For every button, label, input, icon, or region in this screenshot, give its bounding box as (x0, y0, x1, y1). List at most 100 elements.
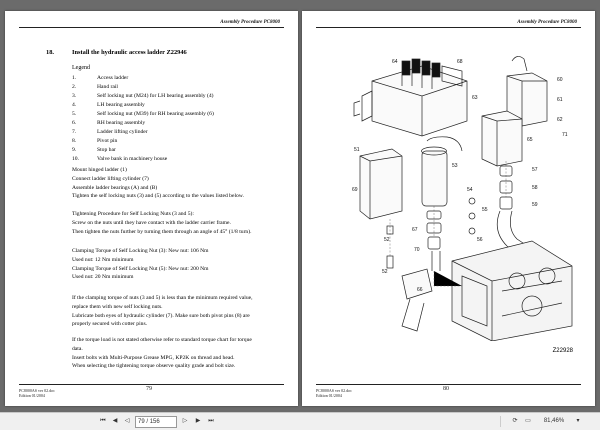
text-line: Used nut: 12 Nm minimum (72, 256, 134, 263)
svg-text:63: 63 (472, 95, 478, 101)
last-page-button[interactable]: ⏭ (208, 418, 214, 424)
legend-num: 3. (72, 93, 77, 99)
zoom-level[interactable]: 81,46% (543, 418, 565, 424)
mount-instructions: Mount hinged ladder (1) Connect ladder l… (72, 166, 287, 201)
legend-item: 2. Hand rail (72, 83, 214, 92)
footer-edition: Edition 01/2004 (19, 393, 45, 398)
svg-text:57: 57 (532, 167, 538, 173)
zoom-dropdown-icon[interactable]: ▾ (576, 418, 580, 424)
section-number: 18. (46, 49, 54, 56)
text-line: properly secured with cotter pins. (72, 321, 148, 328)
replacement-notes: If the clamping torque of nuts (3 and 5)… (72, 294, 287, 329)
text-line: data. (72, 345, 83, 352)
svg-text:51: 51 (354, 147, 360, 153)
text-line: Insert bolts with Multi-Purpose Grease M… (72, 354, 235, 361)
legend-text: RH bearing assembly (97, 120, 146, 126)
section-title: Install the hydraulic access ladder Z229… (72, 49, 187, 56)
legend-text: Valve bank in machinery house (97, 156, 168, 162)
next-page-button[interactable]: ▶ (195, 418, 201, 424)
page-number-input[interactable]: 79 / 156 (135, 416, 177, 428)
legend-text: Self locking nut (M39) for RH bearing as… (97, 111, 214, 117)
page-header: Assembly Procedure PC8000 (517, 20, 577, 25)
legend-item: 3. Self locking nut (M24) for LH bearing … (72, 92, 214, 101)
footer-rule (19, 384, 284, 385)
legend-item: 8. Pivot pin (72, 137, 214, 146)
legend-item: 7. Ladder lifting cylinder (72, 128, 214, 137)
footer-doc-name: PC8000AS ver 02.doc (316, 388, 352, 393)
legend-num: 1. (72, 75, 77, 81)
text-line: If the clamping torque of nuts (3 and 5)… (72, 295, 253, 301)
svg-text:68: 68 (457, 59, 463, 65)
footer-doc-name: PC8000AS ver 02.doc (19, 388, 55, 393)
header-rule (19, 27, 284, 28)
legend-text: Ladder lifting cylinder (97, 129, 148, 135)
svg-text:61: 61 (557, 97, 563, 103)
exploded-assembly-diagram: 51 52 52 53 54 55 56 57 58 59 60 61 62 6… (352, 56, 573, 341)
page-number: 80 (443, 386, 449, 392)
svg-text:55: 55 (482, 207, 488, 213)
svg-text:65: 65 (527, 137, 533, 143)
legend-num: 7. (72, 129, 77, 135)
text-line: If the torque load is not stated otherwi… (72, 337, 252, 343)
legend-num: 2. (72, 84, 77, 90)
legend-text: Hand rail (97, 84, 118, 90)
legend-item: 5.Self locking nut (M39) for RH bearing … (72, 110, 214, 119)
svg-text:53: 53 (452, 163, 458, 169)
text-line: Tightening Procedure for Self Locking Nu… (72, 211, 194, 217)
footer-doc-info: PC8000AS ver 02.doc Edition 01/2004 (19, 388, 55, 398)
svg-text:52: 52 (382, 269, 388, 275)
svg-text:66: 66 (417, 287, 423, 293)
text-line: Lubricate both eyes of hydraulic cylinde… (72, 312, 250, 319)
svg-text:62: 62 (557, 117, 563, 123)
page-header: Assembly Procedure PC8000 (220, 20, 280, 25)
tightening-procedure: Tightening Procedure for Self Locking Nu… (72, 210, 287, 236)
rotate-icon[interactable]: ⟳ (512, 418, 518, 424)
figure-label: Z22928 (552, 348, 573, 354)
svg-text:52: 52 (384, 237, 390, 243)
page-80: Assembly Procedure PC8000 (302, 11, 595, 406)
legend-text: Pivot pin (97, 138, 118, 144)
fit-page-icon[interactable]: ▭ (525, 418, 531, 424)
prev-page-button[interactable]: ◀ (112, 418, 118, 424)
svg-text:59: 59 (532, 202, 538, 208)
legend-num: 10. (72, 156, 79, 162)
svg-text:71: 71 (562, 132, 568, 138)
document-viewer: Assembly Procedure PC8000 18. Install th… (0, 0, 600, 412)
prev-view-button[interactable]: ◁ (124, 418, 130, 424)
text-line: Then tighten the nuts further by turning… (72, 228, 252, 235)
text-line: Assemble ladder bearings (A) and (B) (72, 184, 158, 191)
legend-text: LH bearing assembly (97, 102, 145, 108)
toolbar-separator (500, 416, 501, 427)
legend-item: 6. RH bearing assembly (72, 119, 214, 128)
svg-text:64: 64 (392, 59, 398, 65)
next-view-button[interactable]: ▷ (182, 418, 188, 424)
current-page: 79 (138, 419, 145, 425)
text-line: Clamping Torque of Self Locking Nut (3):… (72, 248, 209, 254)
legend-num: 4. (72, 102, 77, 108)
legend-num: 6. (72, 120, 77, 126)
header-rule (316, 27, 581, 28)
footer-rule (316, 384, 581, 385)
text-line: replace them with new self locking nuts. (72, 303, 163, 310)
page-79: Assembly Procedure PC8000 18. Install th… (5, 11, 298, 406)
svg-text:60: 60 (557, 77, 563, 83)
legend-item: 10. Valve bank in machinery house (72, 155, 214, 164)
text-line: Mount hinged ladder (1) (72, 167, 127, 173)
legend-item: 4. LH bearing assembly (72, 101, 214, 110)
svg-text:58: 58 (532, 185, 538, 191)
text-line: Tighten the self locking nuts (3) and (5… (72, 193, 244, 200)
text-line: Used nut: 20 Nm minimum (72, 274, 134, 281)
page-number: 79 (146, 386, 152, 392)
legend-num: 8. (72, 138, 77, 144)
torque-notes: If the torque load is not stated otherwi… (72, 336, 287, 371)
svg-text:67: 67 (412, 227, 418, 233)
svg-text:54: 54 (467, 187, 473, 193)
legend-item: 1.Access ladder (72, 74, 214, 83)
svg-text:56: 56 (477, 237, 483, 243)
legend-text: Self locking nut (M24) for LH bearing as… (97, 93, 214, 99)
first-page-button[interactable]: ⏮ (100, 418, 106, 424)
legend-text: Stop bar (97, 147, 116, 153)
text-line: Screw on the nuts until they have contac… (72, 219, 231, 226)
viewer-toolbar: ⏮ ◀ ◁ 79 / 156 ▷ ▶ ⏭ ⟳ ▭ 81,46% ▾ (0, 412, 600, 430)
text-line: Clamping Torque of Self Locking Nut (5):… (72, 265, 209, 272)
